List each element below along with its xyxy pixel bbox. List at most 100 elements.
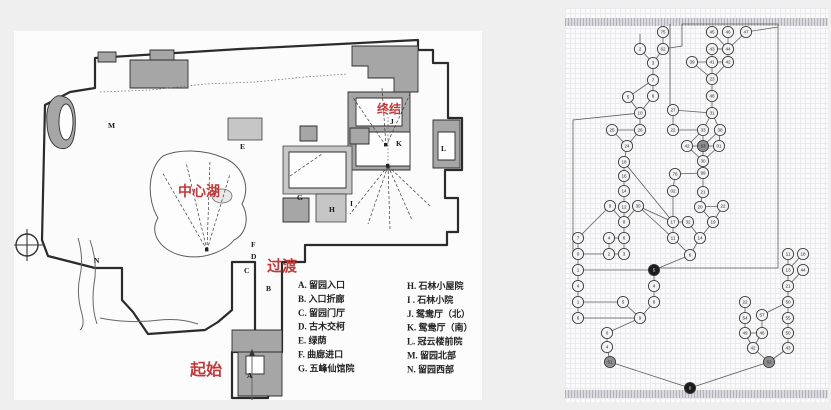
- graph-node-02: 02: [666, 184, 680, 198]
- svg-text:5: 5: [653, 268, 656, 273]
- map-letter-H: H: [329, 205, 335, 214]
- svg-text:39: 39: [689, 60, 695, 65]
- svg-text:44: 44: [725, 47, 731, 52]
- legend-item: H. 石林小屋院: [407, 280, 464, 291]
- map-letter-N: N: [94, 256, 100, 265]
- svg-text:20: 20: [697, 205, 703, 210]
- graph-node-57: 57: [755, 308, 769, 322]
- svg-text:19: 19: [710, 220, 716, 225]
- graph-node-38: 38: [713, 123, 727, 137]
- graph-node-76: 76: [668, 167, 682, 181]
- graph-node-44: 44: [796, 263, 810, 277]
- graph-node-4: 4: [571, 279, 585, 293]
- graph-edge: [689, 361, 770, 389]
- graph-node-3: 3: [646, 56, 660, 70]
- svg-text:38: 38: [717, 128, 723, 133]
- svg-text:62: 62: [766, 360, 772, 365]
- graph-edge: [609, 361, 691, 389]
- graph-node-0: 0: [683, 381, 697, 395]
- svg-text:4: 4: [608, 236, 611, 241]
- compass-icon: [14, 229, 44, 261]
- svg-text:55: 55: [785, 316, 791, 321]
- svg-text:43: 43: [785, 346, 791, 351]
- svg-text:4: 4: [653, 284, 656, 289]
- graph-node-5: 5: [616, 295, 630, 309]
- map-letter-C: C: [244, 266, 249, 275]
- svg-text:42: 42: [750, 346, 756, 351]
- graph-edge: [623, 161, 674, 223]
- graph-node-1: 1: [571, 295, 585, 309]
- graph-node-42: 42: [680, 139, 694, 153]
- gridpaper-bottom-band: [565, 390, 828, 398]
- graph-node-42: 42: [721, 55, 735, 69]
- graph-edge: [577, 205, 611, 239]
- map-red-label: 终结: [377, 101, 401, 116]
- legend-item: B. 入口折廊: [298, 293, 345, 304]
- graph-node-31: 31: [705, 106, 719, 120]
- graph-node-27: 27: [666, 103, 680, 117]
- graph-node-18: 18: [617, 155, 631, 169]
- graph-node-17: 17: [666, 215, 680, 229]
- graph-node-4: 4: [647, 279, 661, 293]
- central-lake: [149, 150, 247, 258]
- graph-node-45: 45: [705, 25, 719, 39]
- graph-node-30: 30: [696, 154, 710, 168]
- svg-text:16: 16: [621, 174, 627, 179]
- svg-text:33: 33: [700, 128, 706, 133]
- svg-text:26: 26: [637, 128, 643, 133]
- graph-node-21: 21: [781, 279, 795, 293]
- legend-item: D. 古木交柯: [298, 321, 345, 332]
- graph-node-2: 2: [602, 247, 616, 261]
- graph-node-8: 8: [617, 215, 631, 229]
- map-letter-L: L: [441, 144, 446, 153]
- graph-node-24: 24: [620, 139, 634, 153]
- map-letter-I: I: [350, 199, 353, 208]
- legend-item: I . 石林小院: [407, 294, 453, 305]
- svg-text:1: 1: [577, 268, 580, 273]
- graph-node-50: 50: [781, 295, 795, 309]
- legend-item: J. 鸳鸯厅（北）: [407, 308, 470, 319]
- graph-node-22: 22: [738, 295, 752, 309]
- legend-item: C. 留园门厅: [298, 307, 345, 318]
- graph-node-5: 5: [621, 90, 635, 104]
- graph-node-1: 1: [571, 263, 585, 277]
- graph-node-14: 14: [617, 184, 631, 198]
- svg-text:4: 4: [606, 345, 609, 350]
- graph-node-54: 54: [738, 311, 752, 325]
- svg-text:18: 18: [621, 160, 627, 165]
- graph-node-44: 44: [721, 42, 735, 56]
- svg-text:75: 75: [660, 30, 666, 35]
- graph-node-26: 26: [633, 123, 647, 137]
- svg-text:7: 7: [652, 78, 655, 83]
- graph-node-7: 7: [571, 231, 585, 245]
- graph-node-6: 6: [617, 231, 631, 245]
- graph-node-46: 46: [721, 25, 735, 39]
- svg-text:25: 25: [609, 128, 615, 133]
- legend-item: E. 绿荫: [298, 335, 327, 346]
- graph-node-8: 8: [647, 295, 661, 309]
- svg-text:9: 9: [609, 204, 612, 209]
- legend-item: M. 留园北部: [407, 350, 456, 361]
- graph-node-7: 7: [646, 73, 660, 87]
- streams: [77, 73, 348, 331]
- svg-text:46: 46: [725, 30, 731, 35]
- svg-text:50: 50: [785, 300, 791, 305]
- svg-text:31: 31: [709, 111, 715, 116]
- svg-text:14: 14: [697, 236, 703, 241]
- svg-text:14: 14: [621, 189, 627, 194]
- svg-text:1: 1: [577, 300, 580, 305]
- svg-text:76: 76: [672, 172, 678, 177]
- svg-text:61: 61: [607, 360, 613, 365]
- graph-node-6: 6: [646, 89, 660, 103]
- map-red-label: 中心湖: [178, 183, 220, 200]
- svg-text:22: 22: [742, 300, 748, 305]
- svg-text:42: 42: [684, 144, 690, 149]
- legend-item: A. 留园入口: [298, 279, 345, 290]
- graph-node-55: 55: [781, 311, 795, 325]
- map-letter-B: B: [266, 284, 271, 293]
- graph-node-21: 21: [696, 185, 710, 199]
- legend-item: L. 冠云楼前院: [407, 336, 463, 347]
